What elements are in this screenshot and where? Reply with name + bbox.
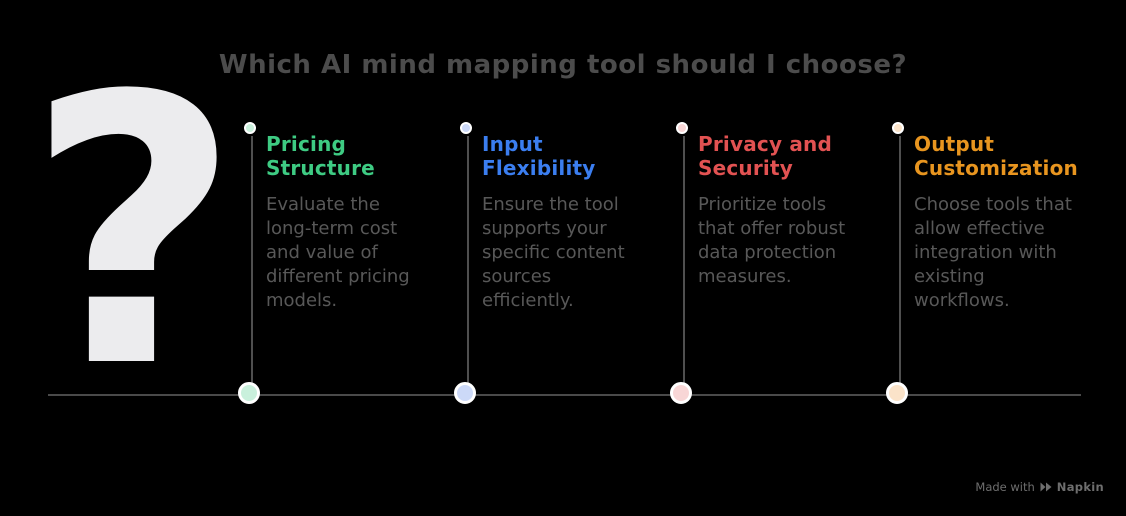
column-title: Input Flexibility xyxy=(482,132,596,180)
axis-dot xyxy=(238,382,260,404)
axis-dot xyxy=(454,382,476,404)
column-title: Privacy and Security xyxy=(698,132,833,180)
column-title: Output Customization xyxy=(914,132,1078,180)
axis-dot xyxy=(886,382,908,404)
axis-dot xyxy=(670,382,692,404)
connector-line xyxy=(899,136,901,396)
connector-line xyxy=(467,136,469,396)
timeline-axis-line xyxy=(48,394,1081,396)
column-content: Privacy and Security Prioritize tools th… xyxy=(698,132,860,289)
connector-line xyxy=(683,136,685,396)
made-with-napkin-watermark: Made with Napkin xyxy=(975,480,1104,494)
column-description: Ensure the tool supports your specific c… xyxy=(482,194,625,311)
top-dot xyxy=(892,122,904,134)
question-mark-graphic: ? xyxy=(26,19,241,449)
column-privacy-security: Privacy and Security Prioritize tools th… xyxy=(668,122,868,422)
column-content: Output Customization Choose tools that a… xyxy=(914,132,1078,313)
column-output-customization: Output Customization Choose tools that a… xyxy=(884,122,1084,422)
column-description: Choose tools that allow effective integr… xyxy=(914,194,1072,311)
column-title: Pricing Structure xyxy=(266,132,375,180)
top-dot xyxy=(676,122,688,134)
column-content: Input Flexibility Ensure the tool suppor… xyxy=(482,132,644,313)
column-input-flexibility: Input Flexibility Ensure the tool suppor… xyxy=(452,122,652,422)
column-description: Evaluate the long-term cost and value of… xyxy=(266,194,410,311)
connector-line xyxy=(251,136,253,396)
column-content: Pricing Structure Evaluate the long-term… xyxy=(266,132,428,313)
watermark-prefix: Made with xyxy=(975,480,1035,494)
top-dot xyxy=(244,122,256,134)
watermark-brand: Napkin xyxy=(1056,480,1104,494)
column-description: Prioritize tools that offer robust data … xyxy=(698,194,846,287)
page-title: Which AI mind mapping tool should I choo… xyxy=(218,50,908,80)
napkin-logo-icon xyxy=(1040,482,1052,492)
column-pricing-structure: Pricing Structure Evaluate the long-term… xyxy=(236,122,436,422)
top-dot xyxy=(460,122,472,134)
